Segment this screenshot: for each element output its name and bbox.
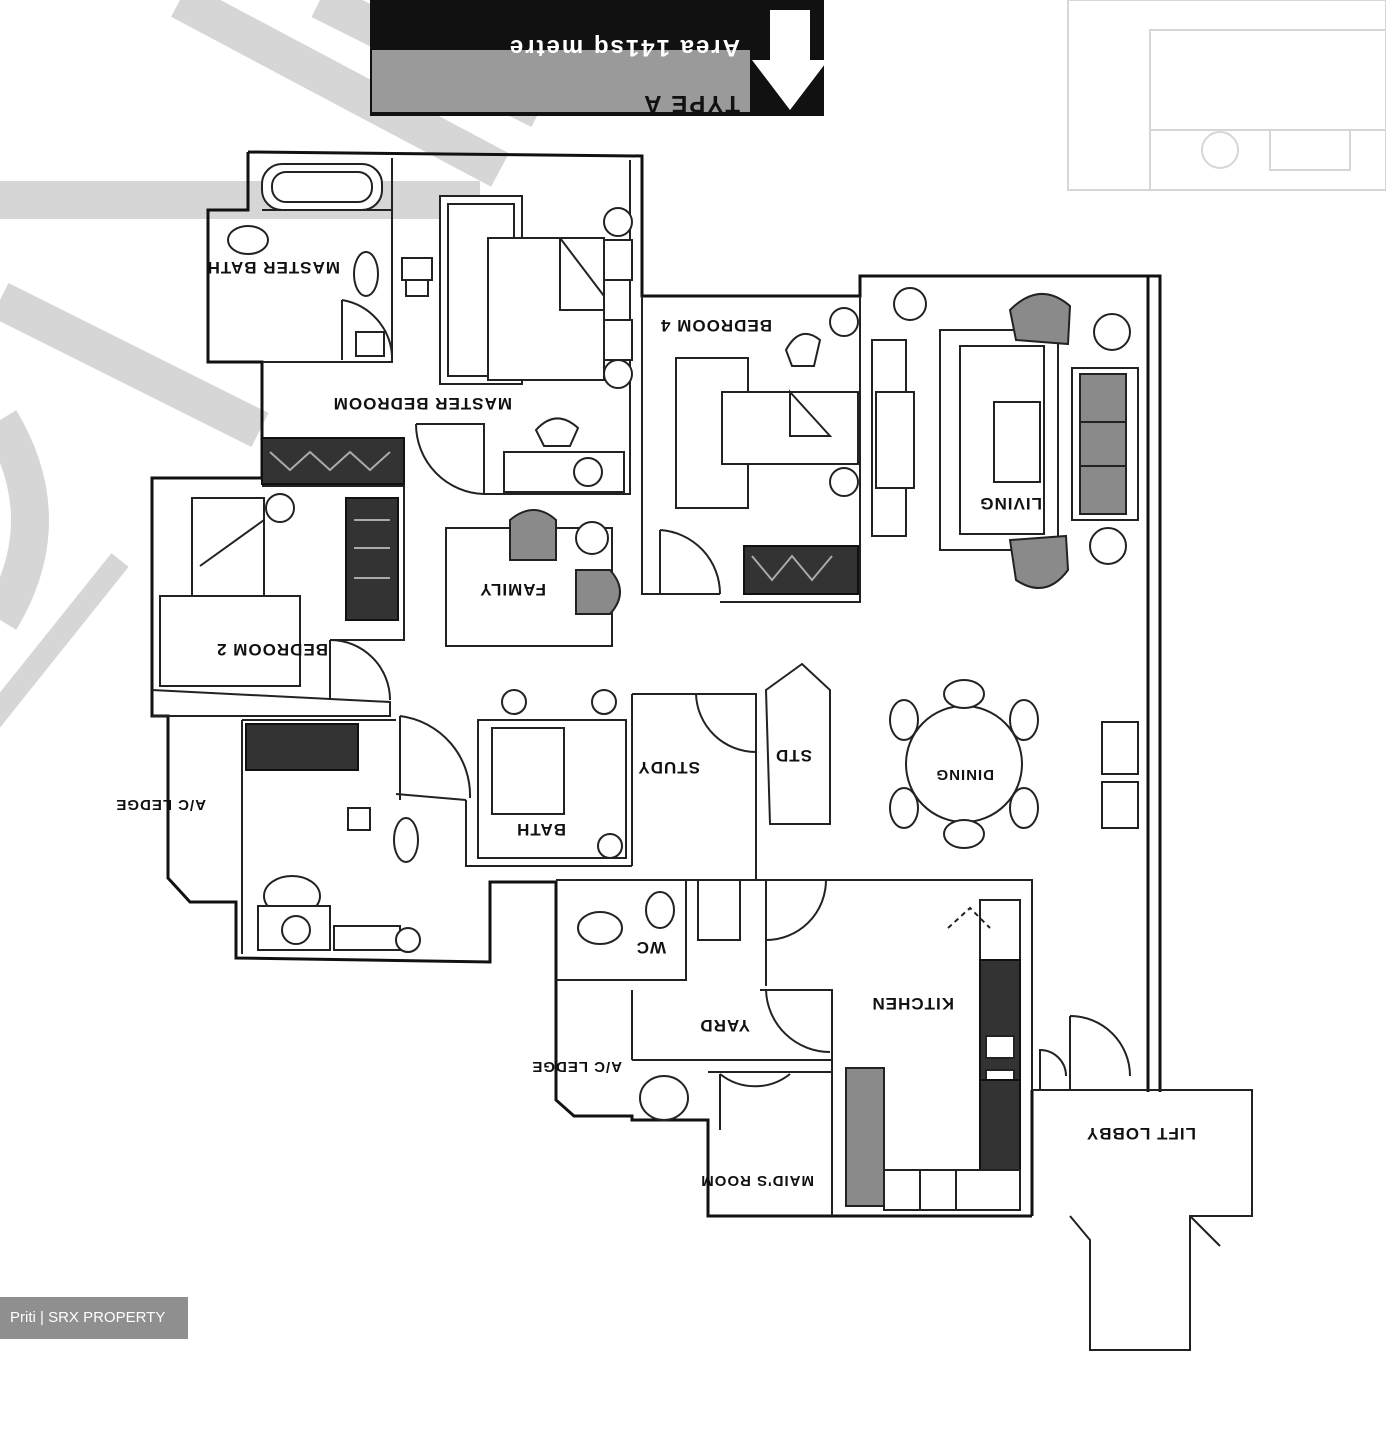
label-lift-lobby: LIFT LOBBY (1086, 1124, 1196, 1143)
label-kitchen: KITCHEN (871, 994, 954, 1013)
label-dining: DINING (936, 766, 995, 783)
plan-header: Area 141sq metre TYPE A (370, 0, 828, 117)
label-bath: BATH (516, 820, 566, 839)
label-ac-ledge: A/C LEDGE (531, 1058, 622, 1075)
label-ac-ledge-left: A/C LEDGE (115, 796, 206, 813)
label-yard: YARD (699, 1016, 750, 1035)
arrow-down-icon (752, 10, 828, 110)
label-wc: WC (636, 938, 666, 957)
photo-credit: Priti | SRX PROPERTY (0, 1297, 188, 1339)
furniture (159, 163, 1139, 1211)
door-swings (329, 299, 1131, 1130)
label-study: STUDY (637, 758, 700, 777)
label-master-bath: MASTER BATH (207, 258, 340, 277)
watermark (0, 0, 549, 728)
room-labels: MASTER BATH MASTER BEDROOM BEDROOM 4 LIV… (115, 258, 1196, 1189)
type-label: TYPE A (642, 90, 740, 117)
label-maids-room: MAID'S ROOM (700, 1172, 814, 1189)
label-bedroom-2: BEDROOM 2 (216, 640, 328, 659)
area-label: Area 141sq metre (508, 34, 740, 61)
label-master-bedroom: MASTER BEDROOM (333, 394, 512, 413)
key-plan-thumbnail (1067, 0, 1386, 191)
walls (150, 150, 1253, 1351)
label-std: STD (775, 746, 812, 765)
label-family: FAMILY (479, 580, 546, 599)
label-living: LIVING (979, 494, 1042, 513)
label-bedroom-4: BEDROOM 4 (660, 316, 772, 335)
